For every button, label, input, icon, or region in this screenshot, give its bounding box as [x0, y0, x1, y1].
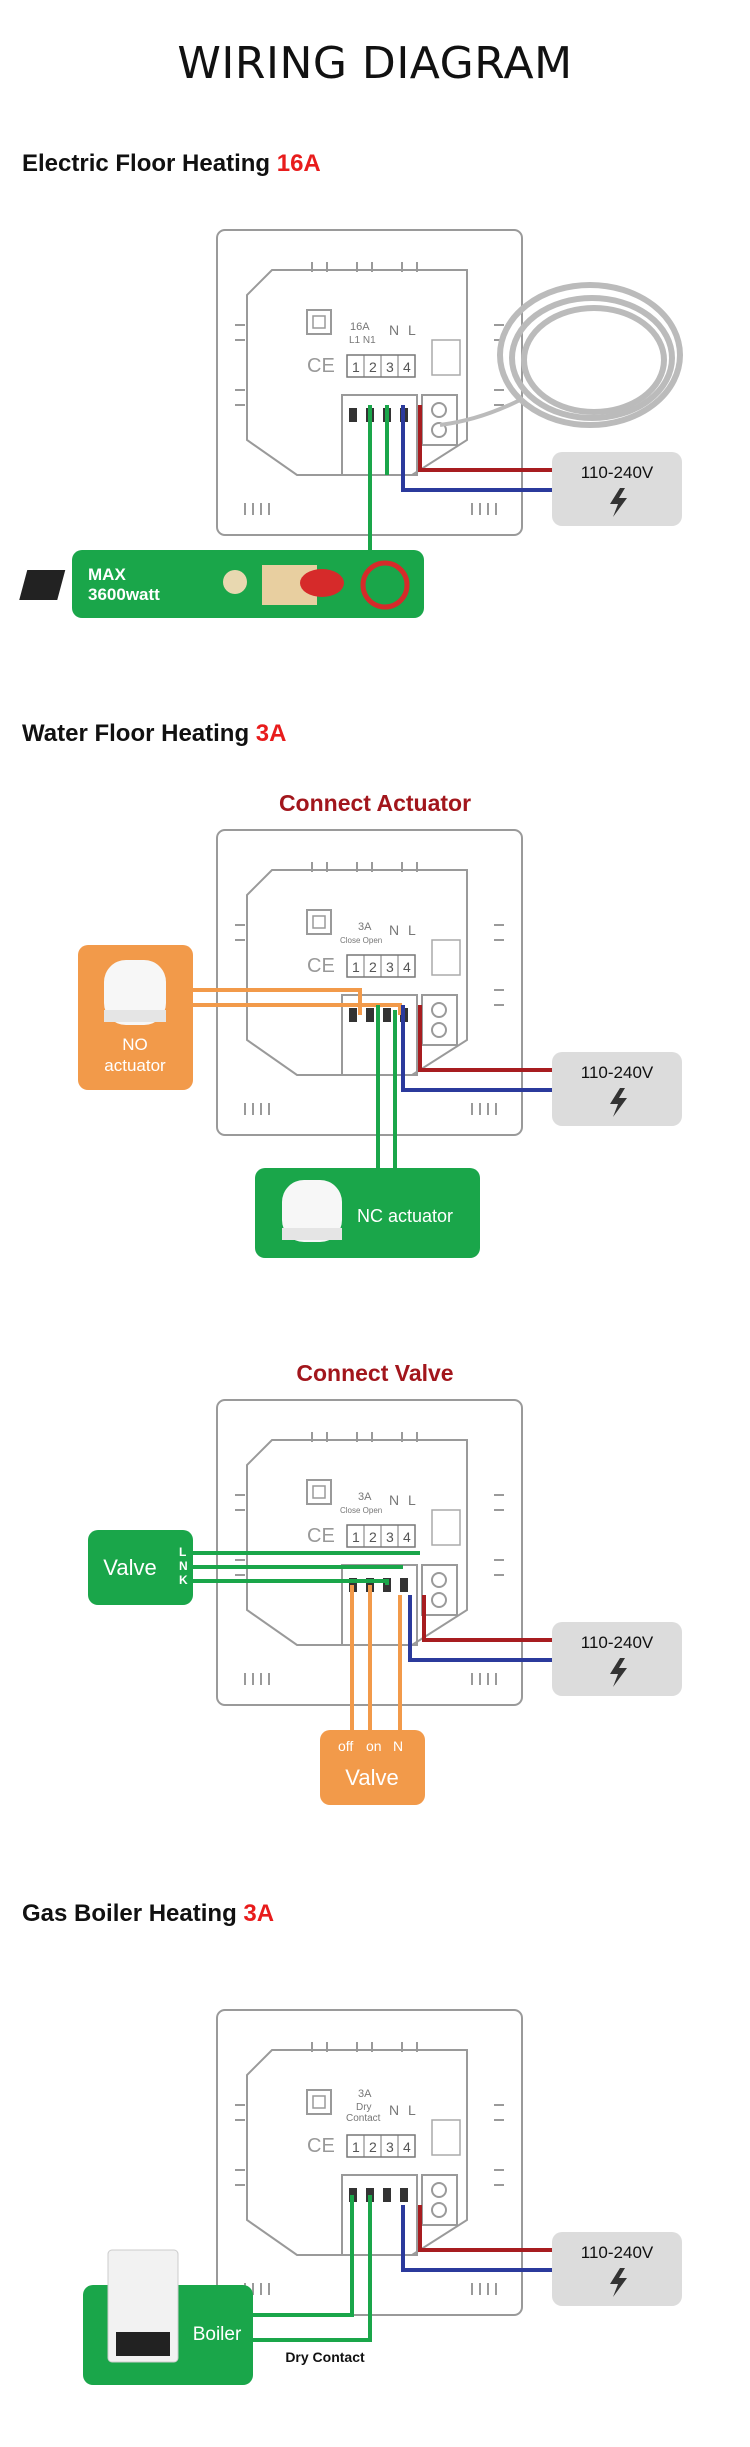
lightning-icon [610, 488, 627, 517]
load-max-label: MAX [88, 565, 126, 584]
terminal-rating: 3A [358, 1491, 372, 1503]
valve-box-left [88, 1530, 193, 1605]
red-wire-live [422, 1595, 555, 1642]
power-label: 110-240V [581, 2243, 654, 2262]
terminal-3: 3 [386, 2139, 394, 2155]
terminal-l: L [408, 1492, 416, 1508]
section-name: Water Floor Heating [22, 720, 250, 747]
blue-wire-neutral [408, 1595, 555, 1662]
orange-wire [193, 988, 362, 1015]
terminal-sub: Close Open [340, 936, 382, 945]
lightning-icon [610, 1658, 627, 1687]
terminal-n: N [389, 322, 399, 338]
terminal-2: 2 [369, 359, 377, 375]
power-box [552, 452, 682, 526]
power-box [552, 1052, 682, 1126]
valve-on-label: on [366, 1738, 382, 1754]
blue-wire-neutral [401, 2205, 555, 2272]
terminal-l: L [408, 922, 416, 938]
load-watt-label: 3600watt [88, 585, 160, 604]
heating-cable-coil [439, 282, 683, 428]
boiler-icon [107, 2249, 179, 2363]
terminal-l: L [408, 2102, 416, 2118]
actuator-icon [104, 960, 166, 1025]
heating-mat-icon [19, 560, 410, 610]
dry-contact-label: Dry Contact [285, 2349, 365, 2365]
ce-mark: CE [307, 355, 335, 377]
green-wire [193, 1579, 389, 1585]
valve-bottom-label: Valve [345, 1765, 398, 1790]
terminal-3: 3 [386, 1529, 394, 1545]
red-wire-live [418, 2205, 555, 2252]
load-box [72, 550, 424, 618]
terminal-rating: 3A [358, 921, 372, 933]
red-wire-live [418, 405, 555, 472]
section-amp: 16A [276, 150, 321, 177]
terminal-sub-dry: Dry [356, 2102, 372, 2113]
section-amp: 3A [255, 720, 287, 747]
no-actuator-label-1: NO [122, 1035, 148, 1054]
terminal-3: 3 [386, 359, 394, 375]
ce-mark: CE [307, 955, 335, 977]
section-title-water: Water Floor Heating 3A [22, 720, 286, 748]
section-name: Gas Boiler Heating [22, 1900, 237, 1927]
power-label: 110-240V [581, 1633, 654, 1652]
terminal-n: N [389, 922, 399, 938]
terminal-2: 2 [369, 2139, 377, 2155]
terminal-1: 1 [352, 2139, 360, 2155]
terminal-sub-contact: Contact [346, 2113, 381, 2124]
terminal-1: 1 [352, 959, 360, 975]
terminal-1: 1 [352, 359, 360, 375]
lightning-icon [610, 2268, 627, 2297]
power-box [552, 2232, 682, 2306]
section-title-gas-boiler: Gas Boiler Heating 3A [22, 1900, 274, 1928]
section-title-electric: Electric Floor Heating 16A [22, 150, 321, 178]
green-wire [253, 2195, 372, 2342]
blue-wire-neutral [401, 405, 555, 492]
terminal-4: 4 [403, 1529, 411, 1545]
terminal-n: N [389, 1492, 399, 1508]
blue-wire-neutral [401, 1005, 555, 1092]
valve-terminal-k: K [179, 1573, 188, 1587]
section-name: Electric Floor Heating [22, 150, 271, 177]
boiler-label: Boiler [193, 2324, 242, 2345]
actuator-icon [282, 1180, 342, 1242]
terminal-1: 1 [352, 1529, 360, 1545]
valve-off-label: off [338, 1738, 353, 1754]
subtitle-connect-actuator: Connect Actuator [278, 790, 472, 816]
terminal-2: 2 [369, 959, 377, 975]
valve-terminal-n: N [179, 1559, 188, 1573]
ce-mark: CE [307, 2135, 335, 2157]
section-amp: 3A [243, 1900, 275, 1927]
power-label: 110-240V [581, 1063, 654, 1082]
terminal-4: 4 [403, 359, 411, 375]
orange-wire [193, 1003, 402, 1015]
valve-n-label: N [393, 1738, 403, 1754]
terminal-rating: 3A [358, 2088, 372, 2100]
terminal-3: 3 [386, 959, 394, 975]
terminal-l: L [408, 322, 416, 338]
power-box [552, 1622, 682, 1696]
subtitle-connect-valve: Connect Valve [296, 1360, 454, 1386]
lightning-icon [610, 1088, 627, 1117]
terminal-4: 4 [403, 959, 411, 975]
page-title: WIRING DIAGRAM [177, 38, 573, 89]
valve-box-bottom [320, 1730, 425, 1805]
nc-actuator-label: NC actuator [357, 1206, 453, 1226]
terminal-sub: Close Open [340, 1506, 382, 1515]
green-wire [253, 2195, 354, 2317]
terminal-n: N [389, 2102, 399, 2118]
terminal-sub: L1 N1 [349, 335, 376, 346]
terminal-rating: 16A [350, 321, 370, 333]
red-wire-live [418, 1005, 555, 1072]
valve-left-label: Valve [103, 1555, 156, 1580]
terminal-2: 2 [369, 1529, 377, 1545]
ce-mark: CE [307, 1525, 335, 1547]
no-actuator-label-2: actuator [104, 1056, 166, 1075]
valve-terminal-l: L [179, 1545, 186, 1559]
power-label: 110-240V [581, 463, 654, 482]
terminal-4: 4 [403, 2139, 411, 2155]
